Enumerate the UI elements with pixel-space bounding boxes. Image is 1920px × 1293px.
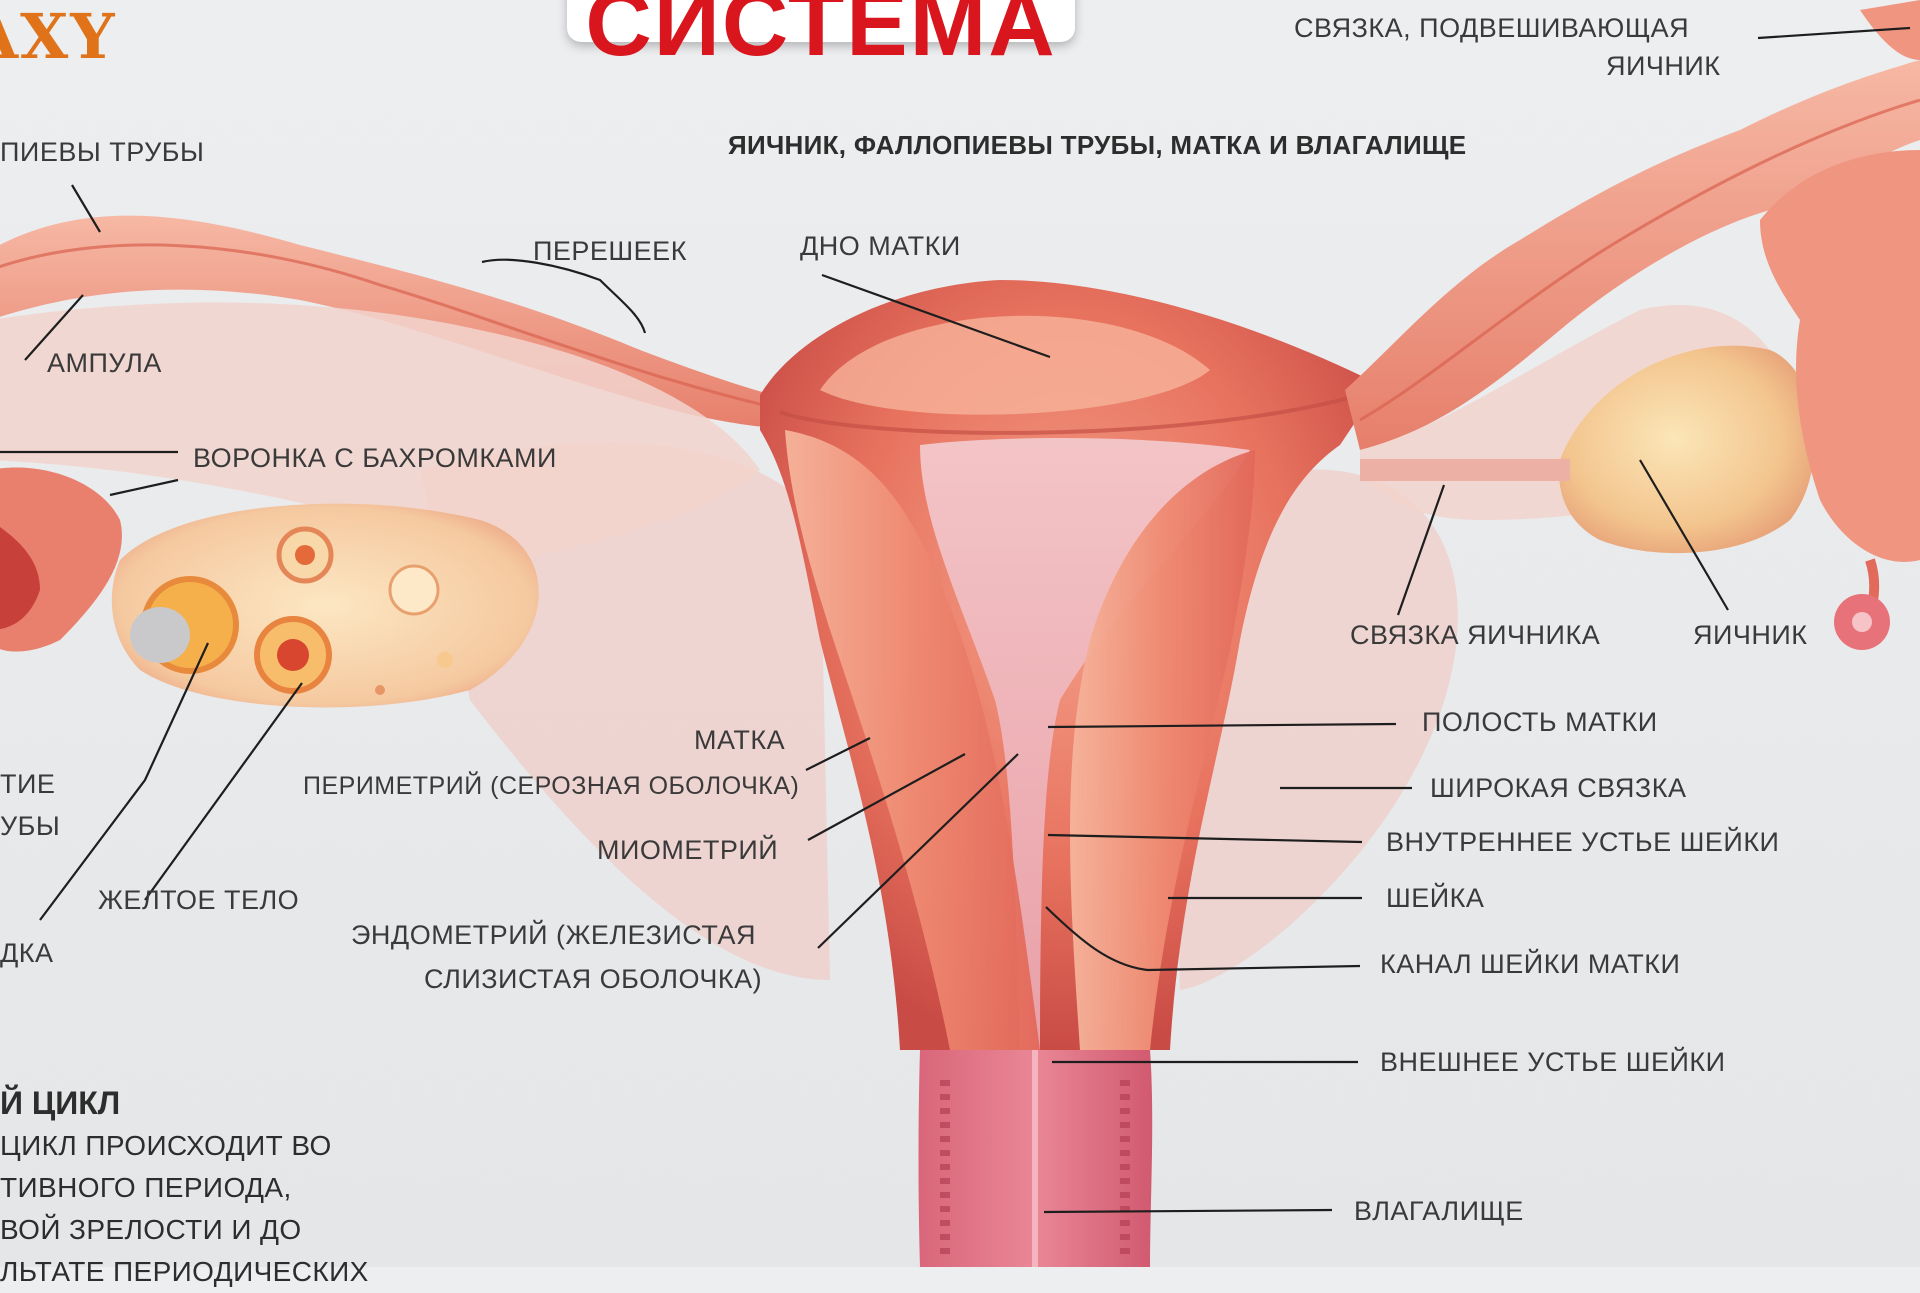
label-cut-left-line1: ТИЕ bbox=[0, 764, 55, 804]
cycle-text-line: ТИВНОГО ПЕРИОДА, bbox=[0, 1167, 369, 1209]
label-fallopian-tubes: ПИЕВЫ ТРУБЫ bbox=[0, 132, 204, 172]
label-corpus-luteum: ЖЕЛТОЕ ТЕЛО bbox=[98, 880, 299, 920]
label-fundus: ДНО МАТКИ bbox=[800, 226, 961, 266]
cycle-text: ЦИКЛ ПРОИСХОДИТ ВО ТИВНОГО ПЕРИОДА, ВОЙ … bbox=[0, 1125, 369, 1293]
anatomy-poster: AXY СИСТЕМА ЯИЧНИК, ФАЛЛОПИЕВЫ ТРУБЫ, МА… bbox=[0, 0, 1920, 1267]
label-cervix: ШЕЙКА bbox=[1386, 878, 1484, 918]
label-suspensory-ligament-line1: СВЯЗКА, ПОДВЕШИВАЮЩАЯ bbox=[1294, 8, 1689, 48]
label-external-os: ВНЕШНЕЕ УСТЬЕ ШЕЙКИ bbox=[1380, 1042, 1726, 1082]
label-myometrium: МИОМЕТРИЙ bbox=[597, 830, 778, 870]
label-isthmus: ПЕРЕШЕЕК bbox=[533, 231, 687, 271]
label-vagina: ВЛАГАЛИЩЕ bbox=[1354, 1191, 1524, 1231]
label-suspensory-ligament-line2: ЯИЧНИК bbox=[1606, 46, 1721, 86]
label-ampulla: АМПУЛА bbox=[47, 343, 162, 383]
section-heading: ЯИЧНИК, ФАЛЛОПИЕВЫ ТРУБЫ, МАТКА И ВЛАГАЛ… bbox=[728, 130, 1466, 161]
label-perimetrium: ПЕРИМЕТРИЙ (СЕРОЗНАЯ ОБОЛОЧКА) bbox=[303, 766, 799, 806]
label-ovarian-ligament: СВЯЗКА ЯИЧНИКА bbox=[1350, 615, 1600, 655]
label-infundibulum: ВОРОНКА С БАХРОМКАМИ bbox=[193, 438, 557, 478]
cycle-section-title: Й ЦИКЛ bbox=[0, 1085, 120, 1122]
label-uterine-cavity: ПОЛОСТЬ МАТКИ bbox=[1422, 702, 1658, 742]
title-box: СИСТЕМА bbox=[567, 0, 1075, 42]
cycle-text-line: ВОЙ ЗРЕЛОСТИ И ДО bbox=[0, 1209, 369, 1251]
label-cervical-canal: КАНАЛ ШЕЙКИ МАТКИ bbox=[1380, 944, 1680, 984]
label-endometrium-line1: ЭНДОМЕТРИЙ (ЖЕЛЕЗИСТАЯ bbox=[351, 915, 756, 955]
poster-title: СИСТЕМА bbox=[567, 0, 1075, 70]
cycle-text-line: ЦИКЛ ПРОИСХОДИТ ВО bbox=[0, 1125, 369, 1167]
label-endometrium-line2: СЛИЗИСТАЯ ОБОЛОЧКА) bbox=[424, 959, 762, 999]
label-cut-left-line3: ДКА bbox=[0, 933, 54, 973]
label-uterus: МАТКА bbox=[694, 720, 785, 760]
cycle-text-line: ЛЬТАТЕ ПЕРИОДИЧЕСКИХ bbox=[0, 1251, 369, 1293]
label-broad-ligament: ШИРОКАЯ СВЯЗКА bbox=[1430, 768, 1686, 808]
label-ovary: ЯИЧНИК bbox=[1693, 615, 1808, 655]
label-cut-left-line2: УБЫ bbox=[0, 806, 60, 846]
label-internal-os: ВНУТРЕННЕЕ УСТЬЕ ШЕЙКИ bbox=[1386, 822, 1779, 862]
publisher-brand: AXY bbox=[0, 0, 116, 73]
